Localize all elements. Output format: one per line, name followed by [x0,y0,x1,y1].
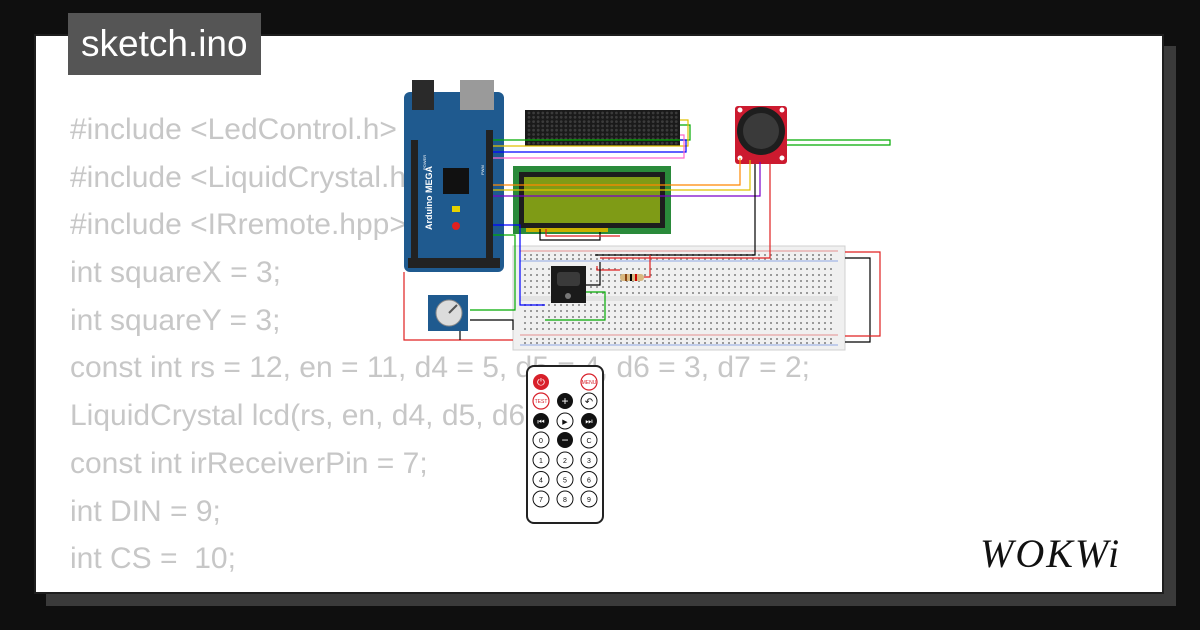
zero-label: 0 [539,438,543,445]
minus-icon: − [561,433,568,447]
wokwi-logo-text: WOKWi [980,531,1121,576]
arduino-mega-board: Arduino MEGA POWER PWM [404,80,504,272]
code-line: const int rs = 12, en = 11, d4 = 5, d5 =… [70,351,810,385]
remote-digit-label: 3 [587,458,591,465]
next-icon: ⏭ [585,417,592,426]
wokwi-logo: WOKWi [980,531,1121,576]
remote-back-button[interactable]: ↶ [580,392,598,410]
sketch-file-tag: sketch.ino [68,13,261,75]
remote-power-button[interactable]: ⏻ [533,374,549,390]
remote-minus-button[interactable]: − [557,432,573,448]
code-line: #include <LiquidCrystal.h> [70,160,424,194]
analog-joystick [735,106,787,164]
play-icon: ▶ [562,419,568,426]
remote-digit-button[interactable]: 1 [532,451,550,469]
code-line: #include <LedControl.h> [70,113,397,146]
arduino-label: Arduino MEGA [424,166,434,230]
remote-digit-button[interactable]: 5 [556,471,574,488]
code-line: int DIN = 9; [70,494,221,528]
lcd-16x2 [513,166,671,234]
arduino-power-label: POWER [422,155,427,170]
ir-remote: ⏻ MENU TEST + ↶ ⏮ ▶ ⏭ [526,365,604,524]
resistor [620,274,644,281]
remote-digit-button[interactable]: 8 [556,490,574,508]
remote-play-button[interactable]: ▶ [556,412,574,430]
wires [403,119,891,343]
remote-digit-label: 4 [539,478,543,485]
remote-digit-button[interactable]: 3 [580,451,598,469]
remote-digit-label: 5 [563,478,567,485]
remote-c-button[interactable]: C [580,431,598,449]
code-line: const int irReceiverPin = 7; [70,446,428,480]
remote-prev-button[interactable]: ⏮ [533,413,549,429]
c-label: C [586,438,591,445]
remote-digit-button[interactable]: 2 [556,451,574,469]
code-line: int CLK = 8; [70,583,810,592]
back-icon: ↶ [585,397,593,408]
power-icon: ⏻ [537,378,545,389]
remote-zero-button[interactable]: 0 [532,431,550,449]
code-line: int squareX = 3; [70,256,281,290]
remote-digit-button[interactable]: 6 [580,471,598,488]
remote-menu-button[interactable]: MENU [580,373,598,391]
prev-icon: ⏮ [537,417,544,426]
remote-digit-label: 7 [539,497,543,504]
code-line: int squareY = 3; [70,303,281,337]
arduino-pwm-label: PWM [480,165,485,175]
test-label: TEST [535,399,548,405]
remote-digit-label: 2 [563,458,567,465]
code-line: int CS = 10; [70,542,236,576]
code-line: #include <IRremote.hpp> [70,208,407,242]
ir-receiver [551,266,586,303]
remote-test-button[interactable]: TEST [532,392,550,410]
remote-next-button[interactable]: ⏭ [581,413,597,429]
potentiometer [428,295,468,331]
remote-digit-label: 1 [539,458,543,465]
remote-digit-label: 8 [563,497,567,504]
remote-digit-button[interactable]: 7 [532,490,550,508]
menu-label: MENU [582,380,597,386]
remote-digit-label: 9 [587,497,591,504]
remote-plus-button[interactable]: + [557,393,573,409]
remote-digit-button[interactable]: 9 [580,490,598,508]
remote-digit-label: 6 [587,478,591,485]
plus-icon: + [561,394,568,408]
remote-digit-button[interactable]: 4 [532,471,550,488]
